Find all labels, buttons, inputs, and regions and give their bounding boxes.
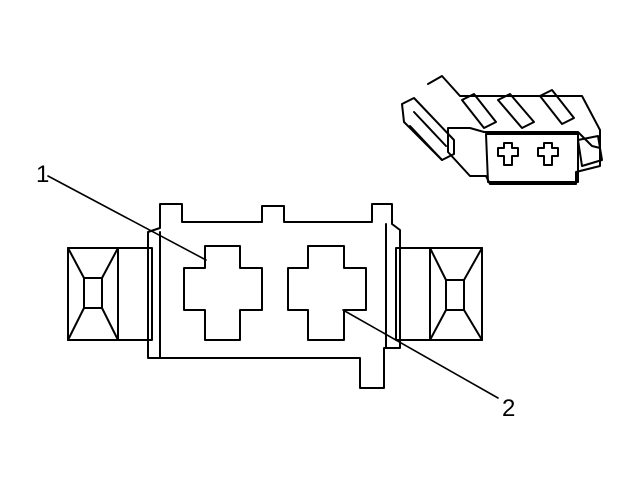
- connector-front-view: [67, 203, 483, 389]
- callout-1-leader: [47, 175, 207, 261]
- overview-top-ridge-left: [461, 93, 497, 129]
- overview-left-latch-edge: [409, 125, 443, 161]
- callout-1-label: 1: [36, 161, 49, 188]
- callout-1: 1: [36, 161, 207, 261]
- left-latch-frame: [67, 247, 119, 341]
- callout-2-leader: [342, 309, 499, 399]
- overview-cavity-2: [537, 142, 559, 166]
- overview-front-face: [485, 133, 579, 183]
- right-latch-pyramid: [429, 247, 483, 341]
- callout-2: 2: [342, 309, 515, 422]
- overview-right-tab: [577, 135, 603, 167]
- terminal-cavity-2: [287, 245, 367, 341]
- overview-cavity-1: [497, 142, 519, 166]
- overview-top-ridge-right: [539, 89, 575, 125]
- terminal-cavity-1: [183, 245, 263, 341]
- housing-body: [147, 203, 401, 389]
- overview-top-ridge-middle: [497, 93, 535, 129]
- right-latch-outer: [395, 247, 483, 341]
- callout-2-label: 2: [502, 395, 515, 422]
- right-latch-frame: [429, 247, 483, 341]
- overview-left-latch-groove: [413, 111, 447, 147]
- left-latch-pyramid: [67, 247, 119, 341]
- connector-overview: [401, 75, 603, 185]
- overview-left-latch: [401, 97, 455, 161]
- overview-top-face: [427, 75, 601, 149]
- overview-body: [447, 127, 601, 185]
